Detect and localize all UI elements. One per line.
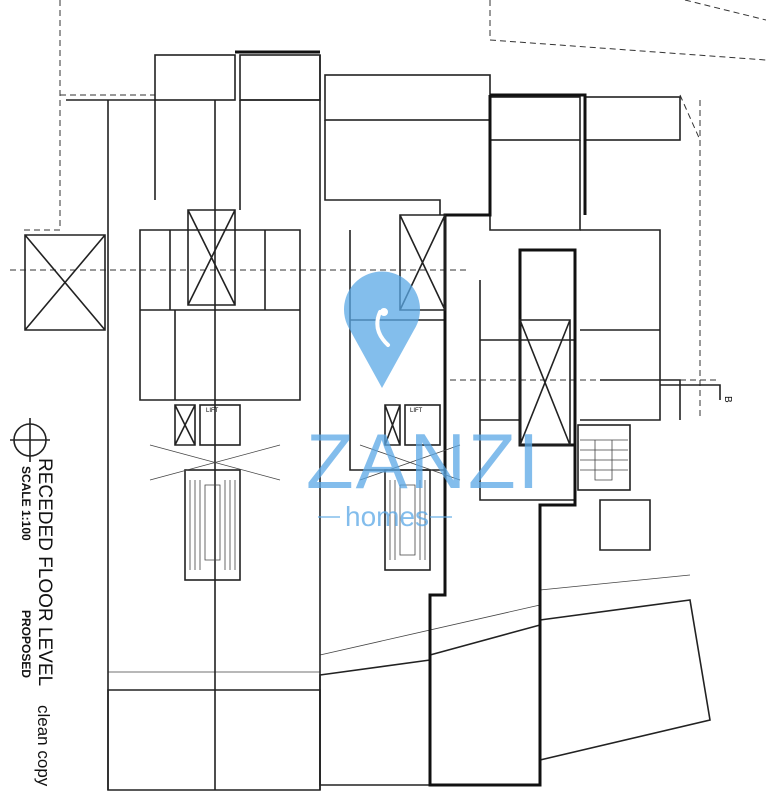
site-boundary (10, 0, 766, 420)
drawing-note: clean copy (34, 705, 53, 787)
top-terraces (154, 54, 681, 141)
watermark-sub: homes (345, 501, 430, 532)
section-marker-label: B (722, 396, 733, 403)
drawing-title: RECEDED FLOOR LEVEL (34, 458, 55, 687)
stairs (149, 424, 631, 581)
drawing-status: PROPOSED (19, 610, 33, 679)
lift-label: LIFT (206, 408, 219, 414)
shafts (24, 209, 571, 446)
watermark-brand: ZANZI (306, 417, 542, 505)
drawing-scale: SCALE 1:100 (19, 466, 33, 541)
bottom-terraces (107, 574, 711, 791)
lift-label: LIFT (410, 408, 423, 414)
section-marker-symbol (10, 418, 50, 462)
